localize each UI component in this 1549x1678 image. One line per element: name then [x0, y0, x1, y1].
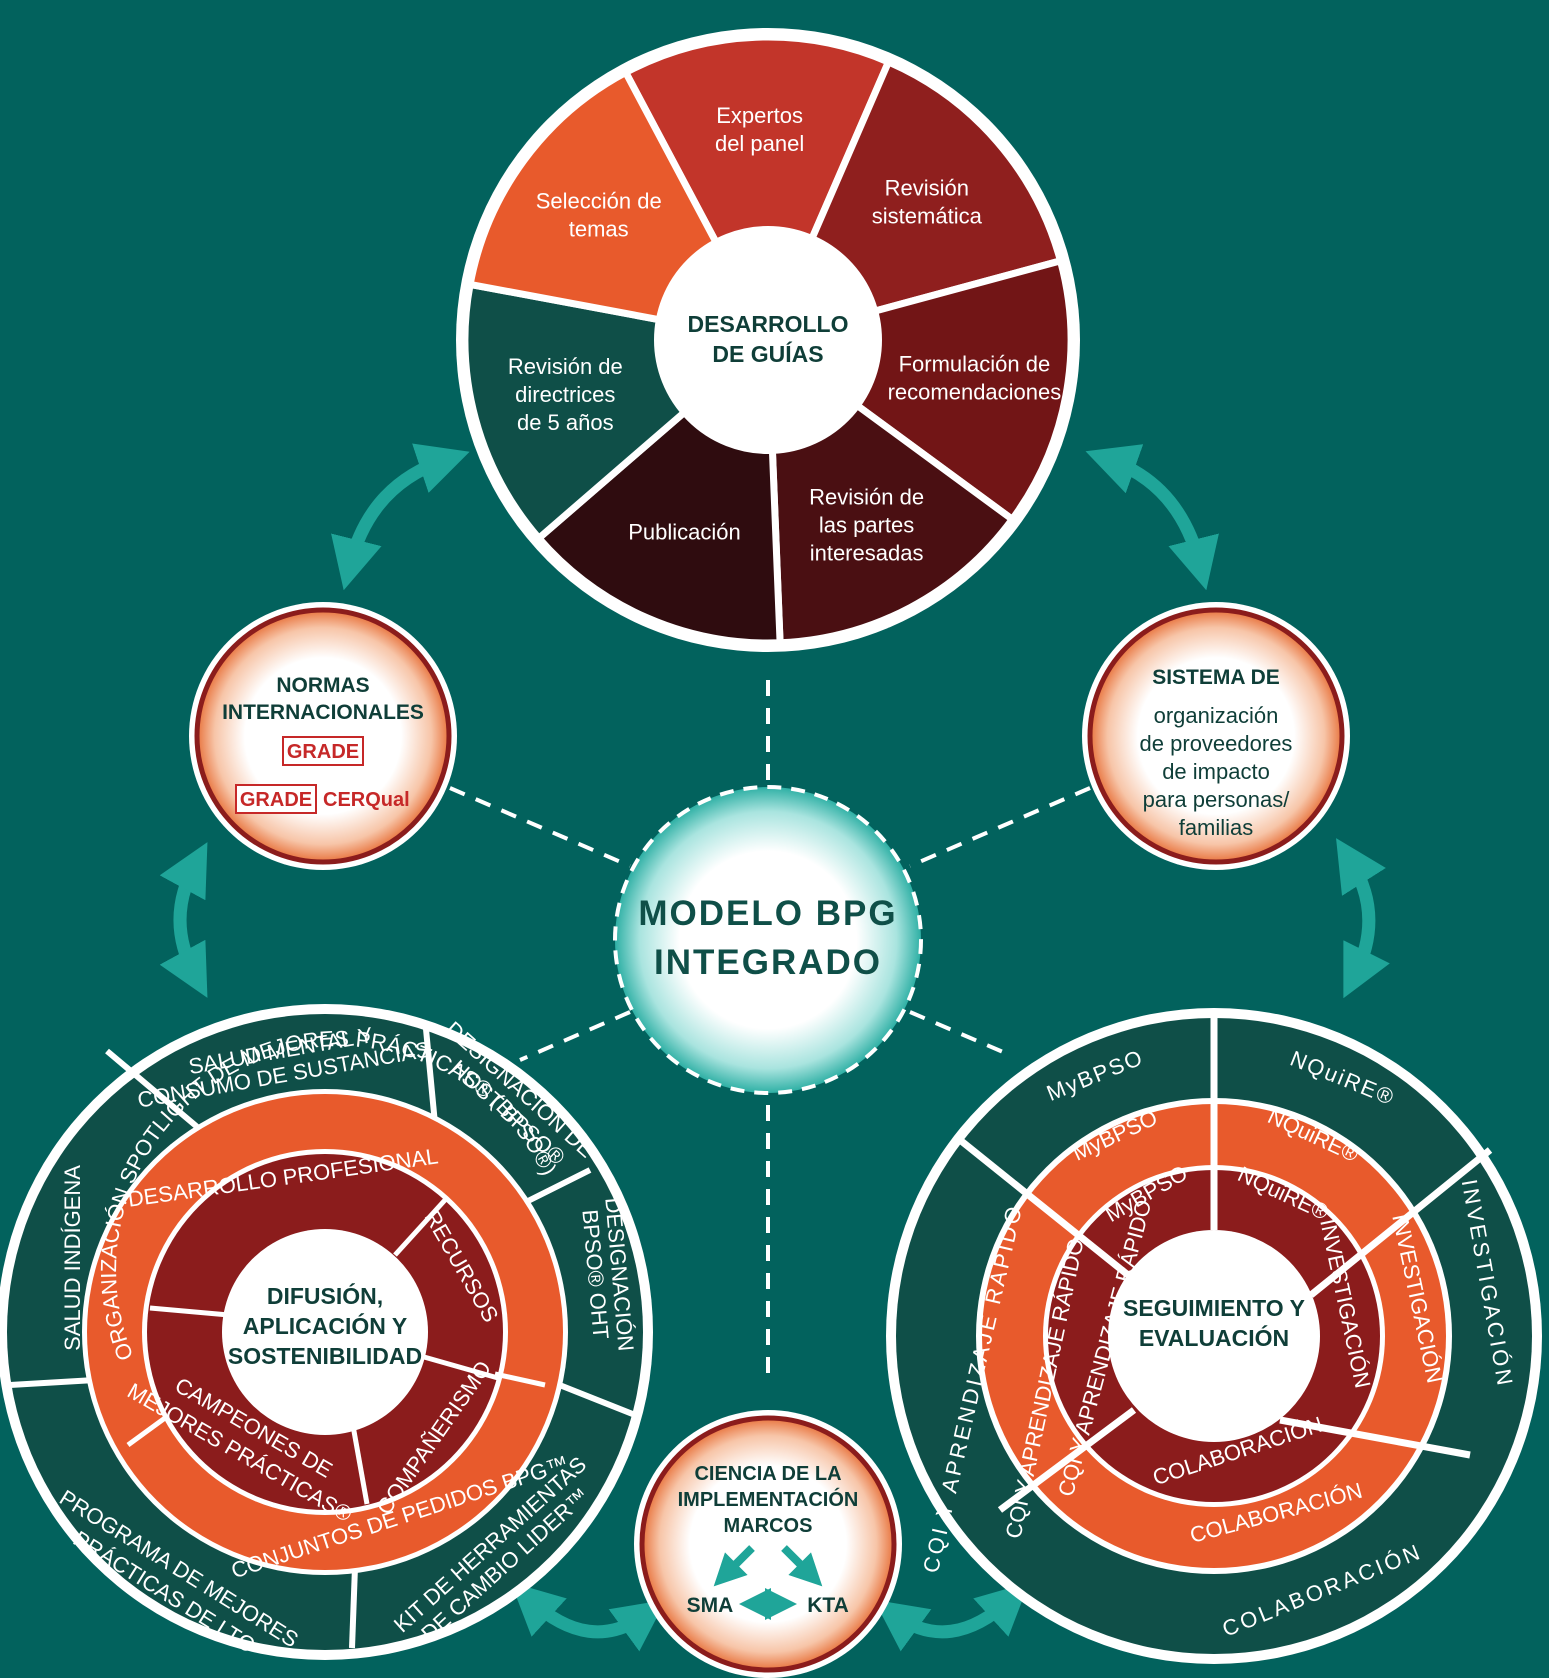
diffusion-outer-indigenous: SALUD INDÍGENA — [60, 1165, 85, 1351]
impl-line-3: MARCOS — [724, 1515, 813, 1537]
guide-segment-label: de 5 años — [517, 410, 614, 435]
impl-line-1: CIENCIA DE LA — [694, 1463, 841, 1485]
diffusion-center-1: DIFUSIÓN, — [267, 1282, 383, 1309]
evaluation-wheel: SEGUIMIENTO Y EVALUACIÓN MyBPSO NQuiRE® … — [886, 1008, 1542, 1664]
guide-segment-label: Revisión de — [508, 354, 623, 379]
guide-segment-label: las partes — [819, 512, 914, 537]
guide-segment-label: sistemática — [872, 204, 983, 229]
system-node: SISTEMA DE organización de proveedores d… — [1082, 602, 1350, 870]
system-line-3: de impacto — [1162, 759, 1270, 784]
implementation-node: CIENCIA DE LA IMPLEMENTACIÓN MARCOS SMA … — [634, 1410, 902, 1678]
guide-segment-0 — [621, 33, 894, 349]
guide-segment-label: Formulación de — [899, 352, 1051, 377]
diffusion-center-3: SOSTENIBILIDAD — [228, 1343, 422, 1369]
guide-segment-label: del panel — [715, 131, 804, 156]
guide-segment-label: interesadas — [810, 540, 924, 565]
kta-arrow — [781, 1545, 823, 1587]
grade-cerqual-logo — [235, 784, 317, 814]
guides-center-circle — [654, 226, 882, 454]
guide-segment-label: Selección de — [536, 189, 662, 214]
grade-logo — [282, 736, 364, 766]
system-title: SISTEMA DE — [1152, 666, 1280, 689]
evaluation-center-2: EVALUACIÓN — [1139, 1324, 1289, 1351]
system-line-4: para personas/ — [1143, 787, 1291, 812]
diffusion-center-2: APLICACIÓN Y — [243, 1312, 407, 1339]
guide-segment-label: Publicación — [628, 520, 741, 545]
diffusion-wheel: DIFUSIÓN, APLICACIÓN Y SOSTENIBILIDAD DE… — [0, 1004, 653, 1660]
grade-logo-text: GRADE — [287, 741, 359, 763]
evaluation-center-1: SEGUIMIENTO Y — [1123, 1295, 1305, 1321]
guide-segment-label: temas — [569, 217, 629, 242]
sma-arrow — [713, 1545, 755, 1587]
guide-segment-label: Revisión de — [809, 484, 924, 509]
standards-title-2: INTERNACIONALES — [222, 701, 424, 724]
cerqual-text: CERQual — [323, 789, 410, 811]
connector-lines — [449, 680, 1091, 1385]
model-title-1: MODELO BPG — [638, 894, 897, 933]
evaluation-dividers — [957, 1012, 1493, 1513]
standards-title-1: NORMAS — [276, 674, 369, 697]
system-line-2: de proveedores — [1140, 731, 1293, 756]
guide-segment-label: Revisión — [885, 176, 969, 201]
impl-line-2: IMPLEMENTACIÓN — [678, 1487, 859, 1511]
teal-arrows — [159, 443, 1390, 1652]
guide-segment-label: recomendaciones — [888, 380, 1062, 405]
guides-center-title-1: DESARROLLO — [688, 311, 849, 337]
model-center-node: MODELO BPG INTEGRADO — [613, 785, 923, 1095]
international-standards-node: NORMAS INTERNACIONALES GRADE GRADE CERQu… — [189, 602, 457, 870]
diffusion-center-circle — [222, 1229, 428, 1435]
sma-label: SMA — [687, 1594, 734, 1617]
guide-segment-label: Expertos — [716, 103, 803, 128]
model-title-2: INTEGRADO — [654, 943, 882, 982]
evaluation-center-circle — [1108, 1230, 1320, 1442]
guide-segment-label: directrices — [515, 382, 615, 407]
system-line-1: organización — [1154, 703, 1279, 728]
grade-cerqual-box-text: GRADE — [240, 789, 312, 811]
kta-label: KTA — [807, 1594, 849, 1617]
guides-center-title-2: DE GUÍAS — [712, 340, 823, 367]
system-line-5: familias — [1179, 815, 1254, 840]
